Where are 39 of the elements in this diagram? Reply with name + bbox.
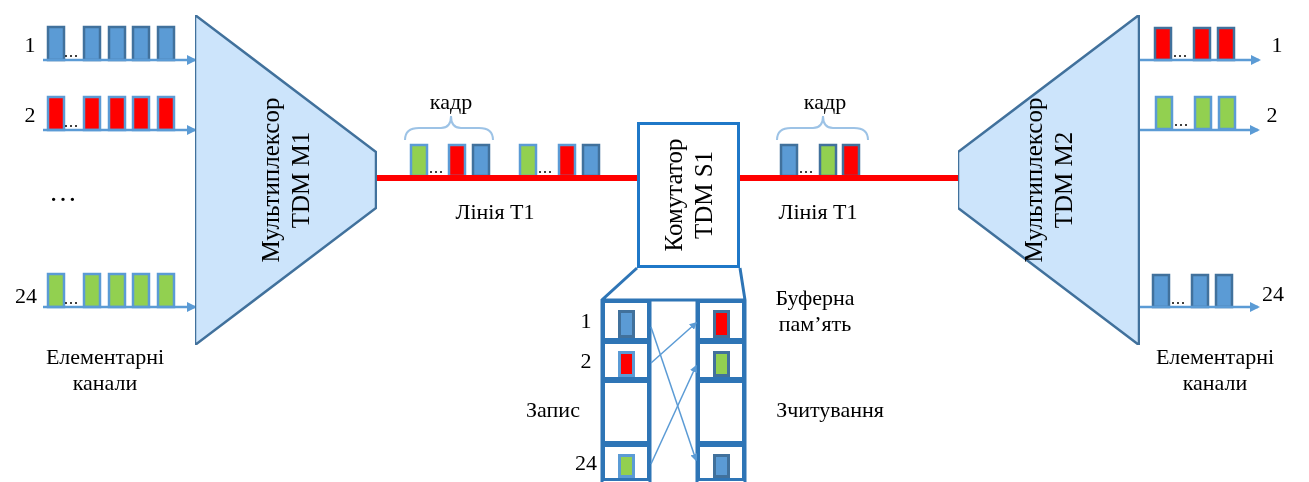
channel-number: 24 xyxy=(1259,280,1287,308)
slot-number: 2 xyxy=(580,347,592,374)
transmission-line xyxy=(377,175,637,181)
buffer-cell xyxy=(697,380,745,444)
channel-number: 24 xyxy=(12,282,40,310)
caption: Буферна пам’ять xyxy=(774,285,856,337)
frame-label: кадр xyxy=(803,89,847,115)
device-label: Мультиплексор TDM M2 xyxy=(1019,96,1078,265)
arrow xyxy=(1140,125,1260,135)
channel-number: 1 xyxy=(22,31,38,59)
buffer-cell xyxy=(602,300,650,341)
switch-box xyxy=(637,122,740,268)
buffer-cell xyxy=(697,444,745,481)
multiplexer-trapezoid xyxy=(195,15,377,345)
buffer-cell xyxy=(602,341,650,380)
arrow xyxy=(1140,302,1260,312)
arrow xyxy=(650,322,698,364)
buffer-cell xyxy=(697,300,745,341)
caption: Запис xyxy=(526,397,580,423)
arrow xyxy=(650,364,697,465)
arrow xyxy=(650,326,698,462)
buffer-cell xyxy=(697,341,745,380)
slot-number: 1 xyxy=(580,307,592,334)
buffer-cell xyxy=(602,444,650,481)
slot-number: 24 xyxy=(575,449,597,476)
device-label: Мультиплексор TDM M1 xyxy=(256,96,315,265)
caption: Елементарні канали xyxy=(44,344,166,396)
channel-number: 2 xyxy=(1264,101,1280,129)
caption: Елементарні канали xyxy=(1154,344,1276,396)
arrow xyxy=(1140,55,1261,65)
device-label: Комутатор TDM S1 xyxy=(658,137,718,254)
multiplexer-trapezoid xyxy=(958,15,1140,345)
channel-number: 1 xyxy=(1269,31,1285,59)
channel-number: 2 xyxy=(22,101,38,129)
buffer-cell xyxy=(602,380,650,444)
frame-label: кадр xyxy=(429,89,473,115)
transmission-line xyxy=(740,175,958,181)
ellipsis: … xyxy=(49,179,77,205)
caption: Зчитування xyxy=(776,397,884,423)
